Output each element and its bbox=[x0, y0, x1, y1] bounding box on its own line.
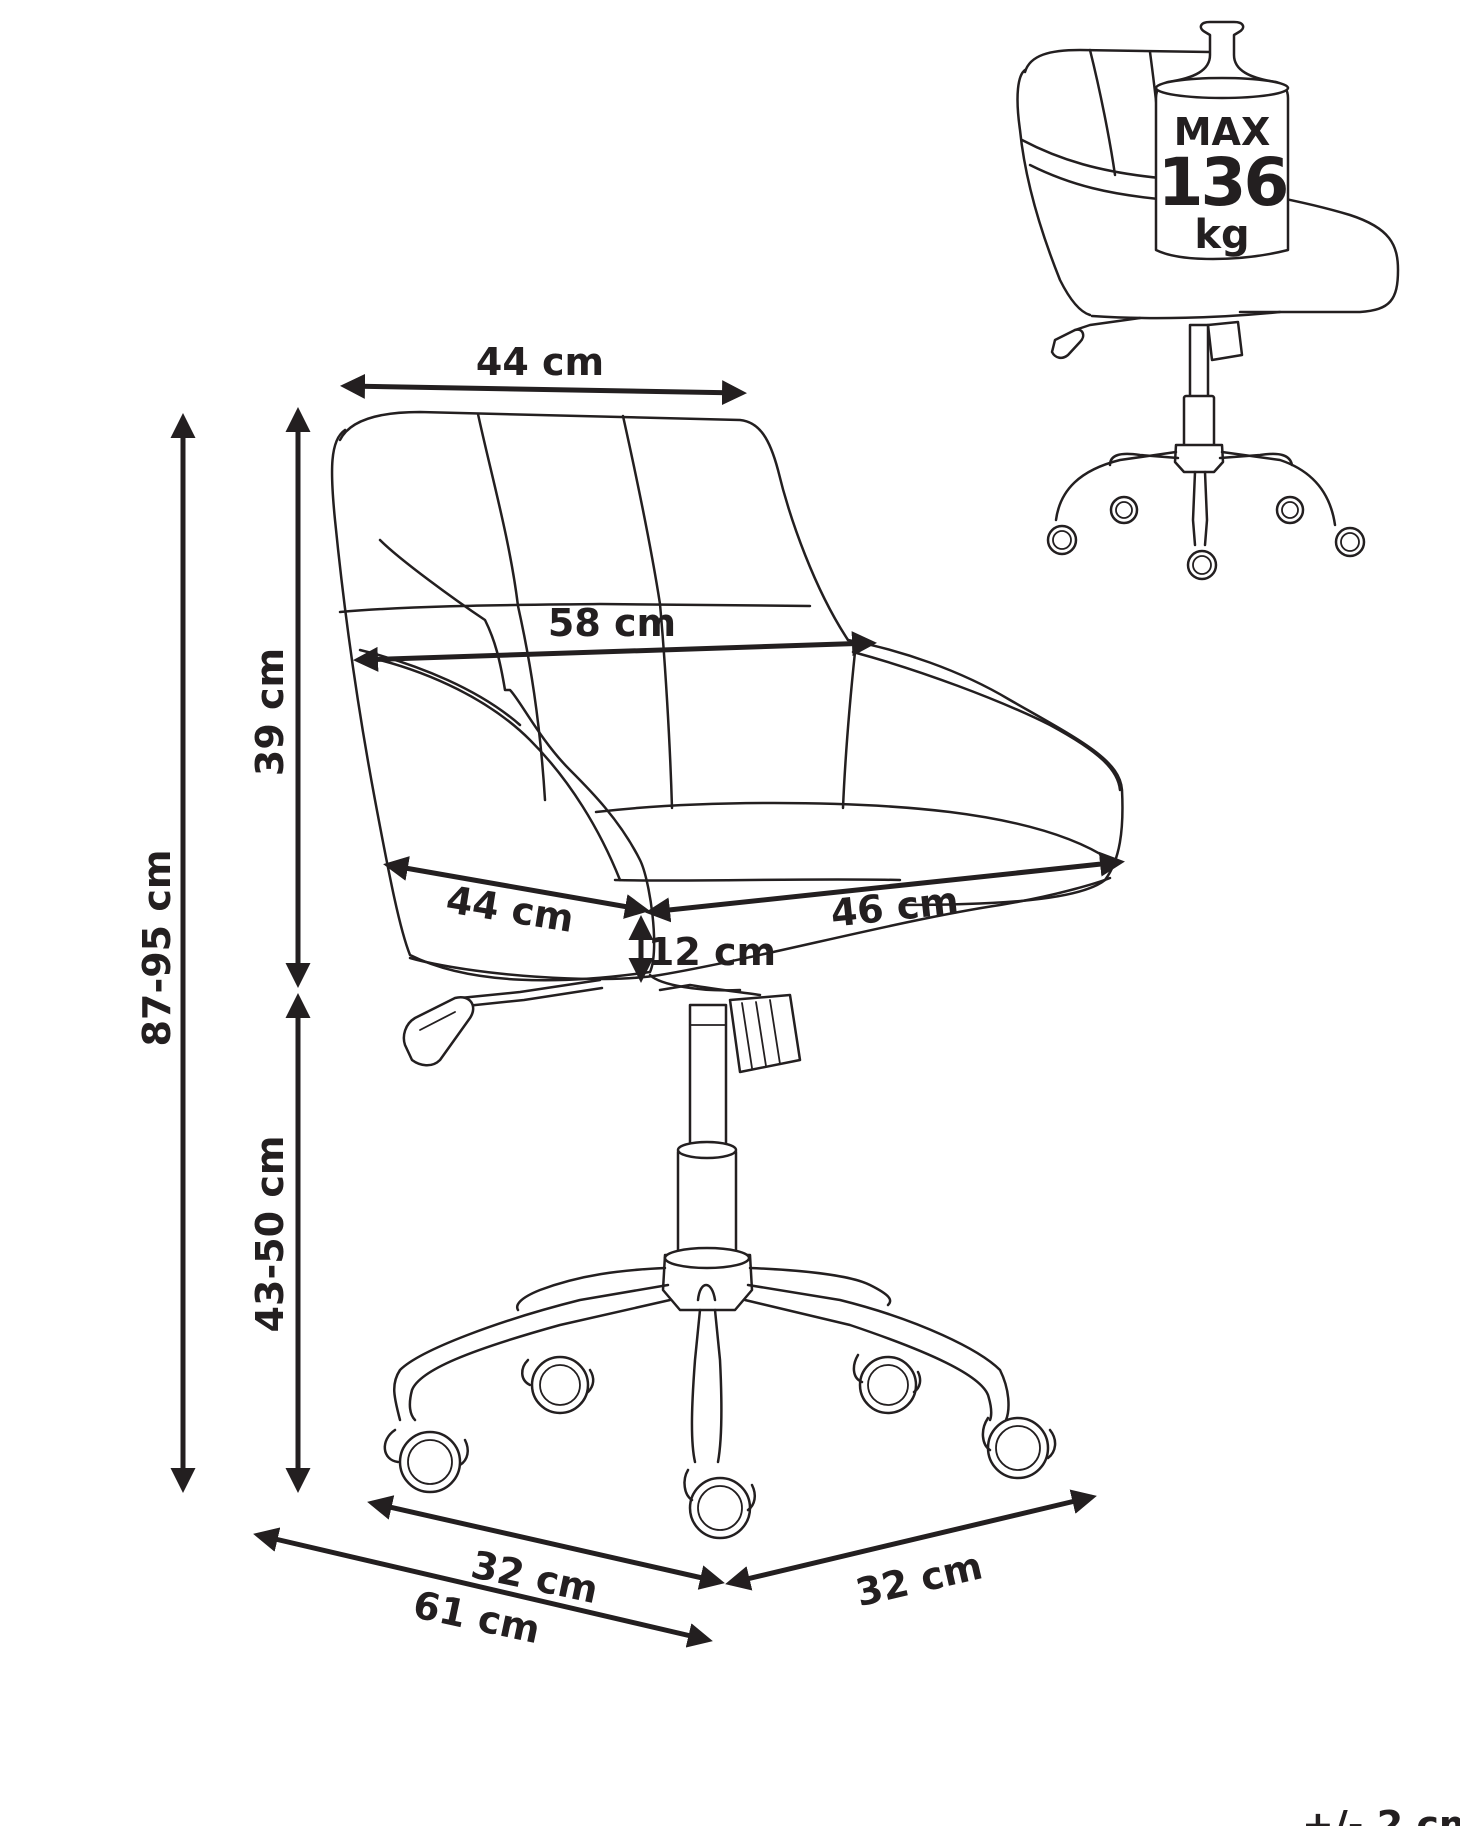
seat-width-arrow bbox=[645, 851, 1125, 923]
seat-depth-arrow bbox=[383, 856, 650, 919]
dimension-arrows bbox=[170, 373, 1125, 1648]
caster-right-back bbox=[852, 1353, 922, 1415]
back-width-label: 44 cm bbox=[476, 340, 604, 384]
tolerance-note: +/- 2 cm bbox=[1302, 1803, 1460, 1826]
base-right-arrow bbox=[725, 1489, 1097, 1591]
base-right-label: 32 cm bbox=[852, 1543, 987, 1615]
small-chair-illustration: MAX 136 kg bbox=[1016, 20, 1400, 581]
total-height-label: 87-95 cm bbox=[135, 850, 179, 1047]
seat-depth-label: 44 cm bbox=[443, 877, 577, 941]
max-load-badge: MAX 136 kg bbox=[1154, 20, 1289, 261]
seat-width-label: 46 cm bbox=[829, 878, 961, 935]
caster-left-back bbox=[521, 1355, 595, 1415]
seat-height-label: 43-50 cm bbox=[248, 1136, 292, 1333]
caster-right-front bbox=[981, 1416, 1057, 1480]
caster-left-front bbox=[383, 1428, 469, 1494]
max-weight-value: 136 bbox=[1158, 144, 1287, 221]
back-width-arrow bbox=[340, 373, 747, 406]
base-depth-arrow bbox=[253, 1527, 713, 1648]
dimension-labels: 87-95 cm 39 cm 43-50 cm 44 cm 58 cm 44 c… bbox=[135, 340, 1460, 1826]
arm-width-arrow bbox=[353, 631, 877, 672]
back-height-label: 39 cm bbox=[248, 648, 292, 776]
main-chair-illustration bbox=[330, 410, 1124, 1540]
seat-thickness-label: 12 cm bbox=[648, 930, 776, 974]
max-label: MAX bbox=[1174, 110, 1271, 154]
arm-width-label: 58 cm bbox=[548, 601, 676, 645]
max-weight-unit: kg bbox=[1194, 212, 1249, 258]
caster-center bbox=[683, 1468, 757, 1540]
